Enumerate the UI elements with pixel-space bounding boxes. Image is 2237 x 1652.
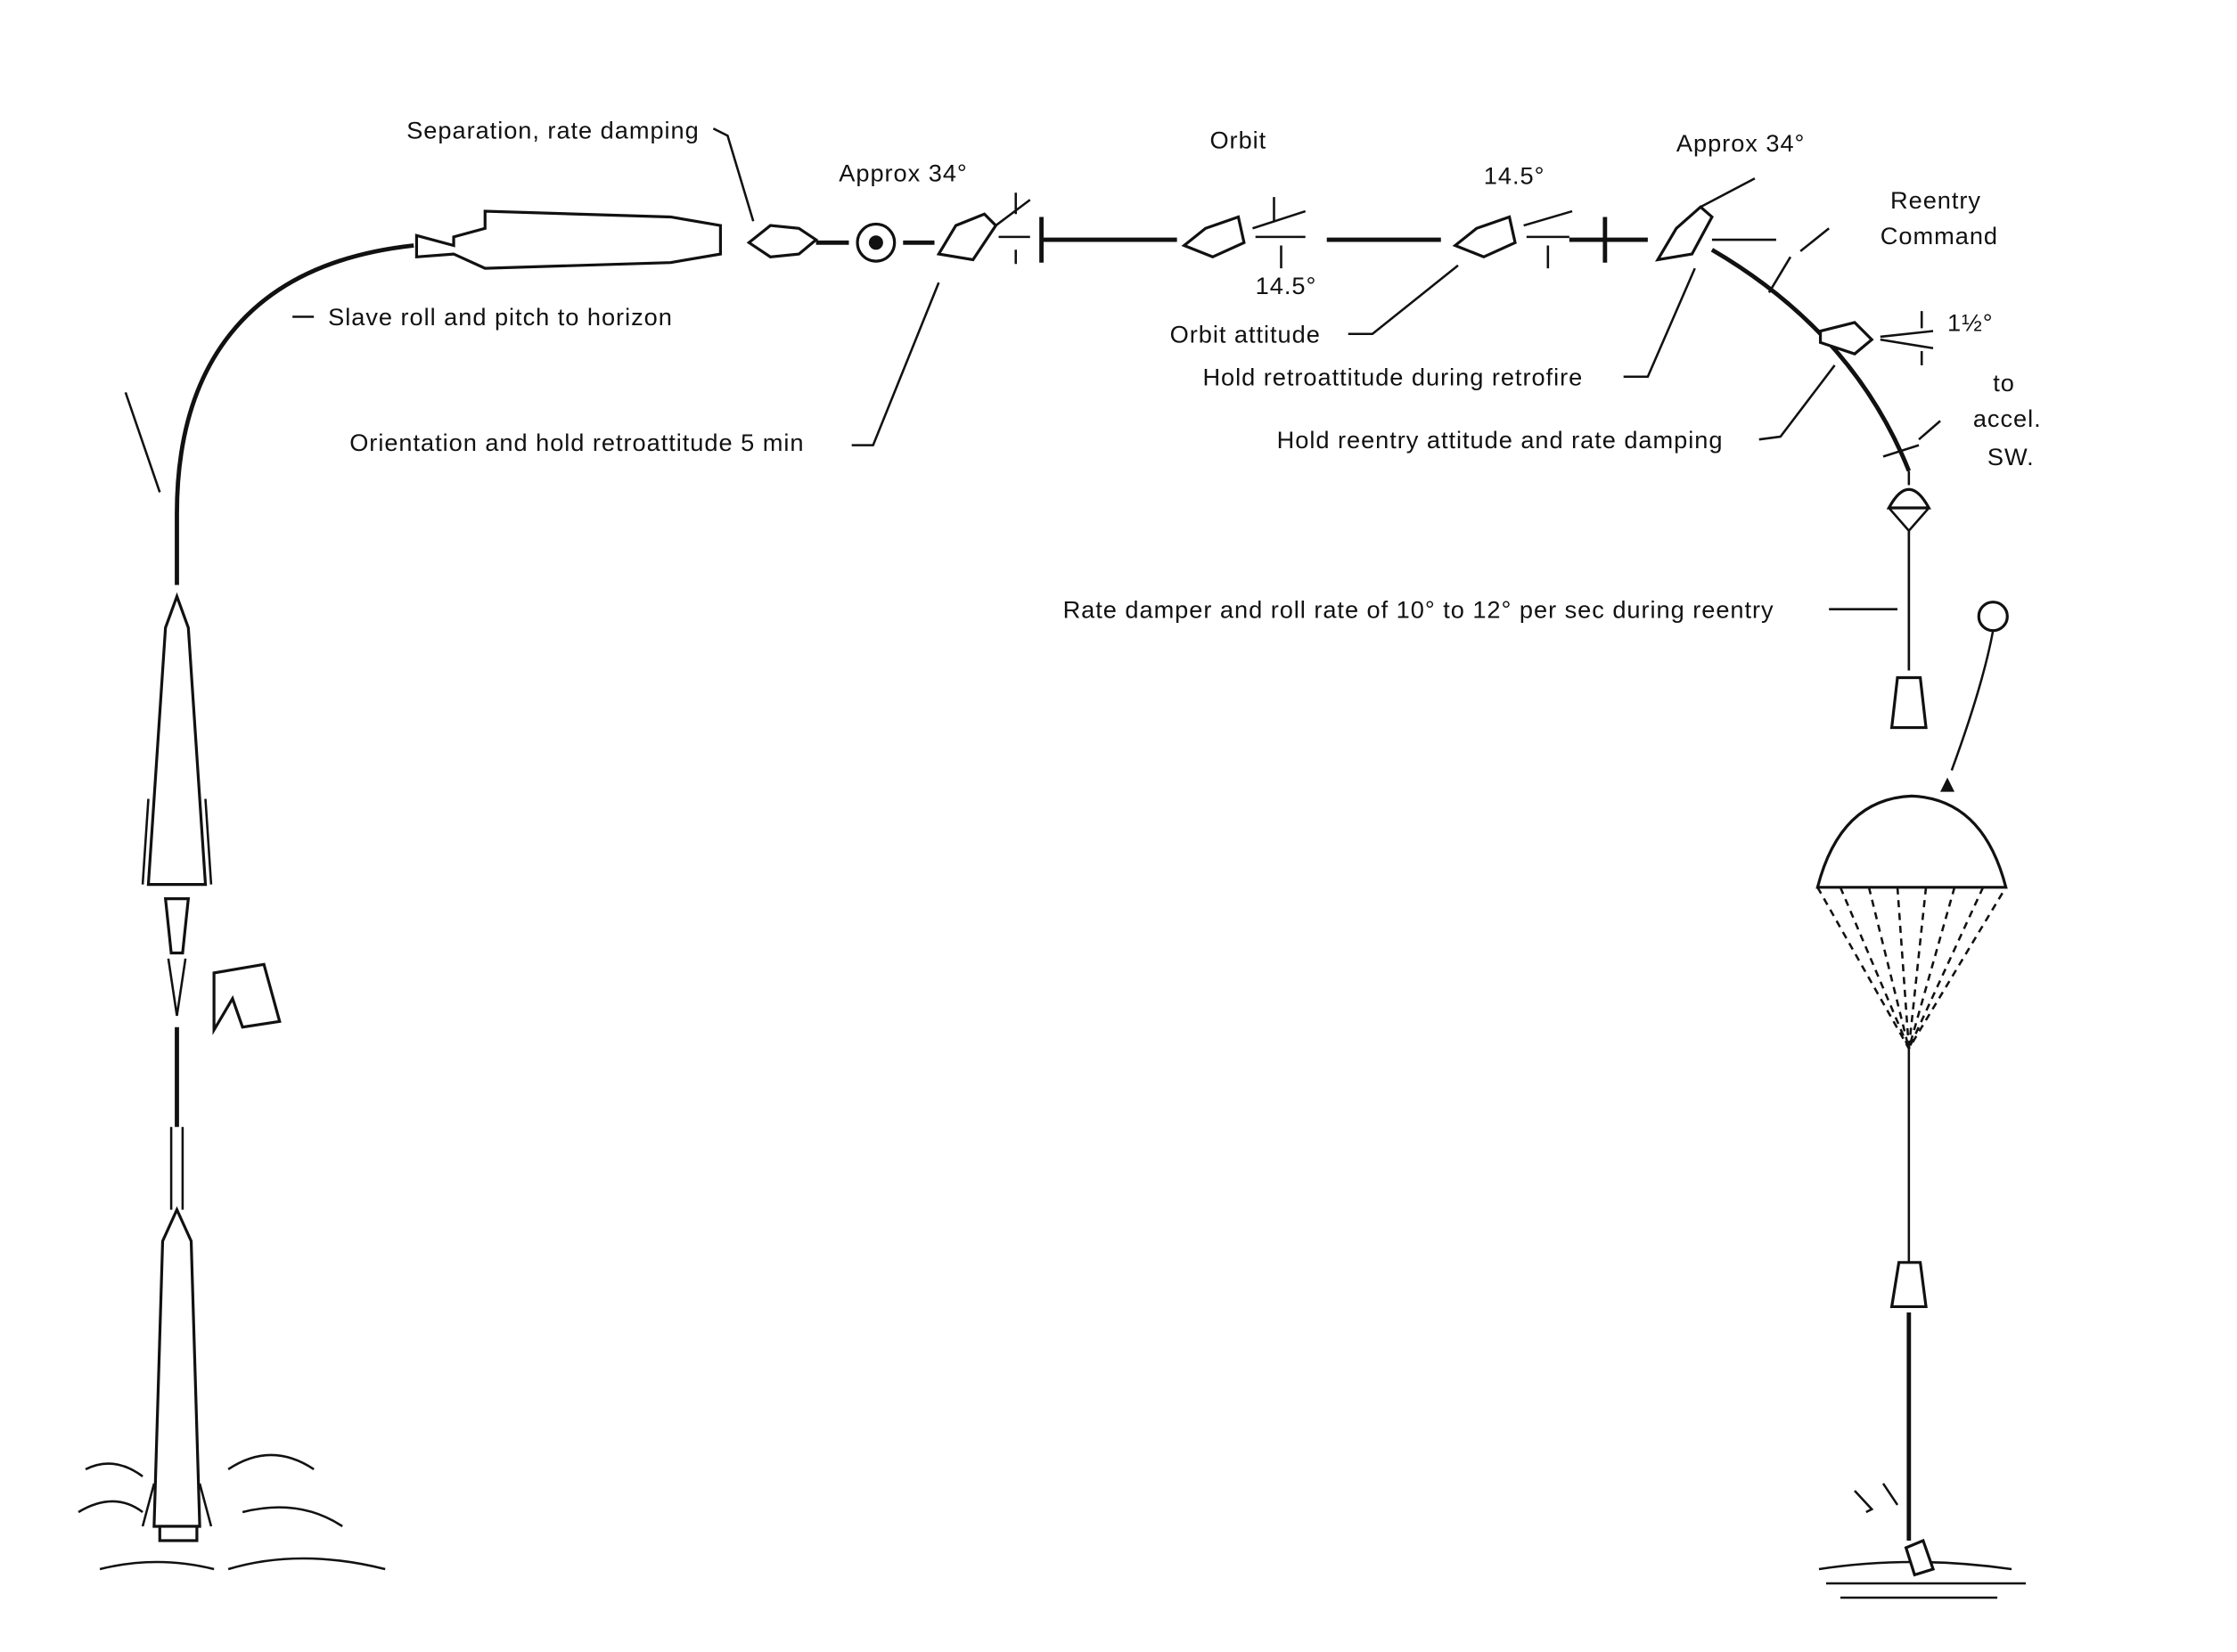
drogue-parachute (1886, 487, 1931, 730)
launch-vehicle-on-pad (78, 1126, 386, 1571)
label-command: Command (1881, 222, 1998, 249)
ascent-trajectory (175, 243, 414, 585)
label-to: to (1993, 369, 2015, 397)
label-orientation: Orientation and hold retroattitude 5 min (349, 429, 804, 456)
orbit-path (1039, 217, 1648, 263)
label-angle-14-5-bottom: 14.5° (1256, 272, 1317, 299)
reentry-path (1710, 248, 1912, 472)
capsule-retrofire (1452, 215, 1517, 259)
main-parachute (1815, 794, 2008, 1541)
label-angle-1-5: 1½° (1947, 309, 1994, 337)
landing-splashdown (1818, 1483, 2027, 1599)
label-separation: Separation, rate damping (406, 116, 700, 143)
booster-and-capsule-separation (414, 209, 819, 270)
capsule-orbit-attitude (1181, 215, 1246, 259)
capsule-retro-attitude-1 (936, 212, 998, 262)
label-hold-reentry: Hold reentry attitude and rate damping (1277, 426, 1724, 454)
label-accel: accel. (1973, 405, 2042, 432)
capsule-reentry (1818, 321, 1874, 356)
label-sw: SW. (1987, 443, 2035, 470)
escape-tower-icon (124, 391, 161, 493)
label-reentry: Reentry (1890, 186, 1981, 214)
escape-tower-jettison (212, 962, 282, 1035)
label-angle-14-5-top: 14.5° (1484, 162, 1545, 190)
label-slave-roll: Slave roll and pitch to horizon (328, 303, 673, 331)
label-approx-34-left: Approx 34° (839, 159, 968, 186)
label-approx-34-right: Approx 34° (1676, 129, 1805, 157)
launch-vehicle-ascent (141, 592, 282, 1035)
label-rate-damper: Rate damper and roll rate of 10° to 12° … (1063, 595, 1774, 623)
label-orbit-attitude: Orbit attitude (1170, 320, 1321, 348)
capsule-retro-attitude-2 (1654, 205, 1714, 262)
label-orbit: Orbit (1209, 127, 1266, 154)
label-hold-retro: Hold retroattitude during retrofire (1202, 363, 1583, 390)
drifting-parachute (1940, 601, 2009, 792)
